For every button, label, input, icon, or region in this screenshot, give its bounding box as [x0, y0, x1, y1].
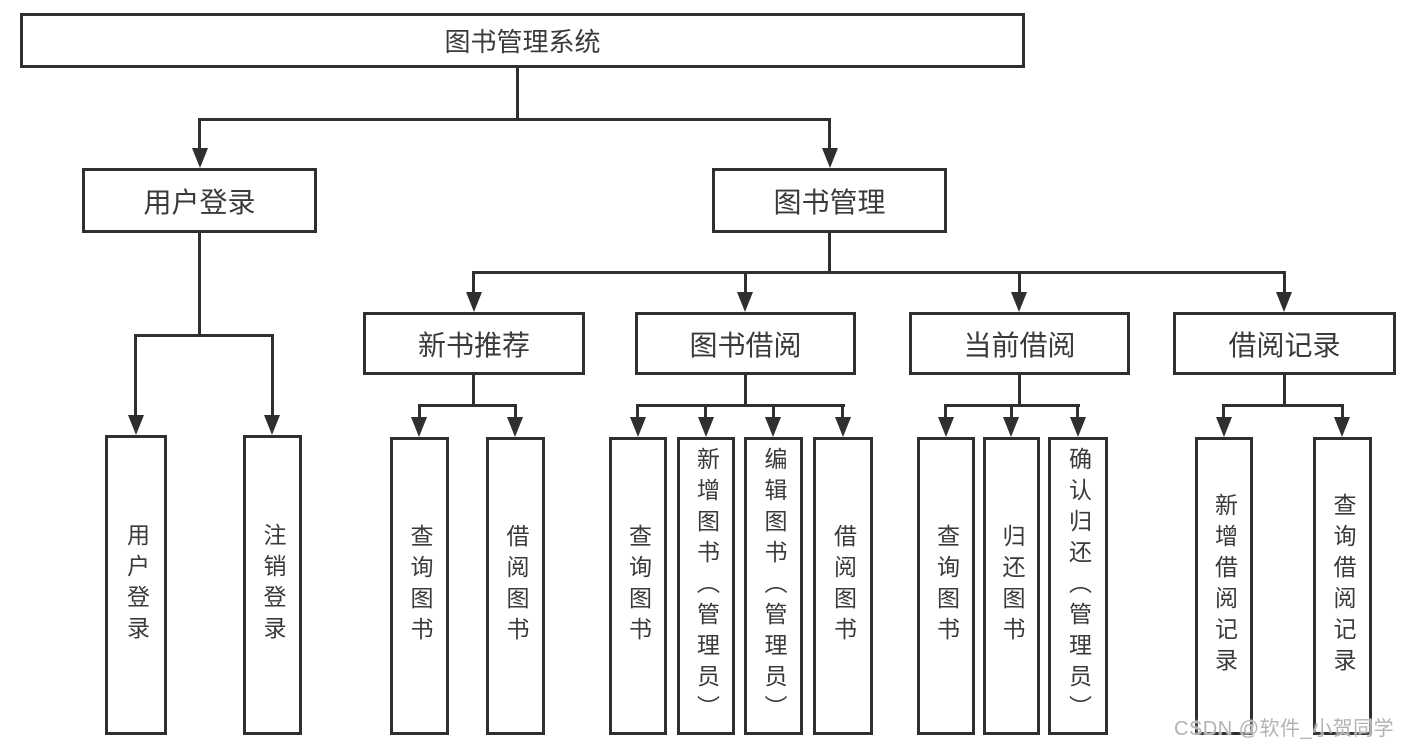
- node-new-book-recommend: 新书推荐: [363, 312, 585, 375]
- leaf-label: 编辑图书（管理员）: [761, 446, 787, 726]
- leaf-label: 查询图书: [407, 524, 433, 648]
- arrow-down-icon: [1216, 417, 1232, 437]
- connector-line: [1222, 404, 1344, 407]
- node-user-login: 用户登录: [82, 168, 317, 233]
- node-book-borrow-label: 图书借阅: [689, 329, 802, 361]
- node-book-management-label: 图书管理: [773, 186, 886, 218]
- leaf-label: 新增图书（管理员）: [693, 446, 720, 726]
- node-book-management: 图书管理: [712, 168, 947, 233]
- leaf-logout: 注销登录: [243, 435, 302, 735]
- arrow-down-icon: [1070, 417, 1086, 437]
- leaf-add-borrow-record: 新增借阅记录: [1195, 437, 1253, 735]
- arrow-down-icon: [765, 417, 781, 437]
- leaf-query-borrow-record: 查询借阅记录: [1313, 437, 1372, 735]
- connector-line: [636, 404, 845, 407]
- leaf-query-books-borrow: 查询图书: [609, 437, 667, 735]
- connector-line: [944, 404, 947, 420]
- leaf-label: 注销登录: [260, 523, 286, 647]
- arrow-down-icon: [630, 417, 646, 437]
- leaf-label: 用户登录: [123, 523, 150, 647]
- connector-line: [704, 404, 707, 420]
- node-borrow-record-label: 借阅记录: [1228, 329, 1341, 361]
- leaf-label: 借阅图书: [830, 524, 857, 648]
- connector-line: [1283, 375, 1286, 407]
- arrow-down-icon: [822, 148, 838, 168]
- leaf-query-books-current: 查询图书: [917, 437, 975, 735]
- connector-line: [828, 118, 831, 150]
- connector-line: [1010, 404, 1013, 420]
- arrow-down-icon: [1276, 292, 1292, 312]
- leaf-label: 归还图书: [999, 524, 1025, 648]
- arrow-down-icon: [1334, 417, 1350, 437]
- arrow-down-icon: [507, 417, 523, 437]
- leaf-return-books: 归还图书: [983, 437, 1040, 735]
- node-book-borrow: 图书借阅: [635, 312, 856, 375]
- connector-line: [271, 334, 274, 417]
- leaf-label: 借阅图书: [503, 524, 529, 648]
- arrow-down-icon: [835, 417, 851, 437]
- connector-line: [418, 404, 421, 420]
- connector-line: [1283, 271, 1286, 294]
- arrow-down-icon: [698, 417, 714, 437]
- connector-line: [772, 404, 775, 420]
- arrow-down-icon: [737, 292, 753, 312]
- node-root: 图书管理系统: [20, 13, 1025, 68]
- connector-line: [418, 404, 517, 407]
- node-current-borrow-label: 当前借阅: [963, 329, 1076, 361]
- leaf-borrow-books-recommend: 借阅图书: [486, 437, 545, 735]
- connector-line: [1341, 404, 1344, 420]
- leaf-confirm-return-admin: 确认归还（管理员）: [1048, 437, 1108, 735]
- node-new-book-recommend-label: 新书推荐: [417, 329, 530, 361]
- connector-line: [198, 118, 201, 150]
- arrow-down-icon: [1003, 417, 1019, 437]
- leaf-label: 查询图书: [625, 524, 652, 648]
- connector-line: [472, 375, 475, 407]
- arrow-down-icon: [938, 417, 954, 437]
- csdn-watermark: CSDN @软件_小贺同学: [1174, 718, 1395, 740]
- connector-line: [1222, 404, 1225, 420]
- connector-line: [514, 404, 517, 420]
- connector-line: [1018, 271, 1021, 294]
- connector-line: [636, 404, 639, 420]
- leaf-add-books-admin: 新增图书（管理员）: [677, 437, 735, 735]
- arrow-down-icon: [128, 415, 144, 435]
- leaf-label: 新增借阅记录: [1211, 493, 1238, 679]
- connector-line: [1076, 404, 1079, 420]
- leaf-user-login: 用户登录: [105, 435, 167, 735]
- connector-line: [472, 271, 475, 294]
- arrow-down-icon: [264, 415, 280, 435]
- leaf-label: 查询借阅记录: [1330, 493, 1356, 679]
- arrow-down-icon: [1011, 292, 1027, 312]
- connector-line: [516, 68, 519, 120]
- leaf-query-books-recommend: 查询图书: [390, 437, 449, 735]
- arrow-down-icon: [192, 148, 208, 168]
- connector-line: [198, 233, 201, 336]
- leaf-edit-books-admin: 编辑图书（管理员）: [744, 437, 803, 735]
- connector-line: [744, 375, 747, 407]
- node-borrow-record: 借阅记录: [1173, 312, 1396, 375]
- connector-line: [828, 233, 831, 274]
- arrow-down-icon: [411, 417, 427, 437]
- connector-line: [198, 118, 831, 121]
- arrow-down-icon: [466, 292, 482, 312]
- node-current-borrow: 当前借阅: [909, 312, 1130, 375]
- connector-line: [134, 334, 137, 417]
- connector-line: [134, 334, 274, 337]
- connector-line: [744, 271, 747, 294]
- node-user-login-label: 用户登录: [143, 186, 256, 218]
- connector-line: [472, 271, 1286, 274]
- connector-line: [1018, 375, 1021, 407]
- leaf-borrow-books: 借阅图书: [813, 437, 873, 735]
- connector-line: [841, 404, 844, 420]
- node-root-label: 图书管理系统: [444, 27, 601, 57]
- leaf-label: 确认归还（管理员）: [1065, 446, 1092, 726]
- leaf-label: 查询图书: [933, 524, 960, 648]
